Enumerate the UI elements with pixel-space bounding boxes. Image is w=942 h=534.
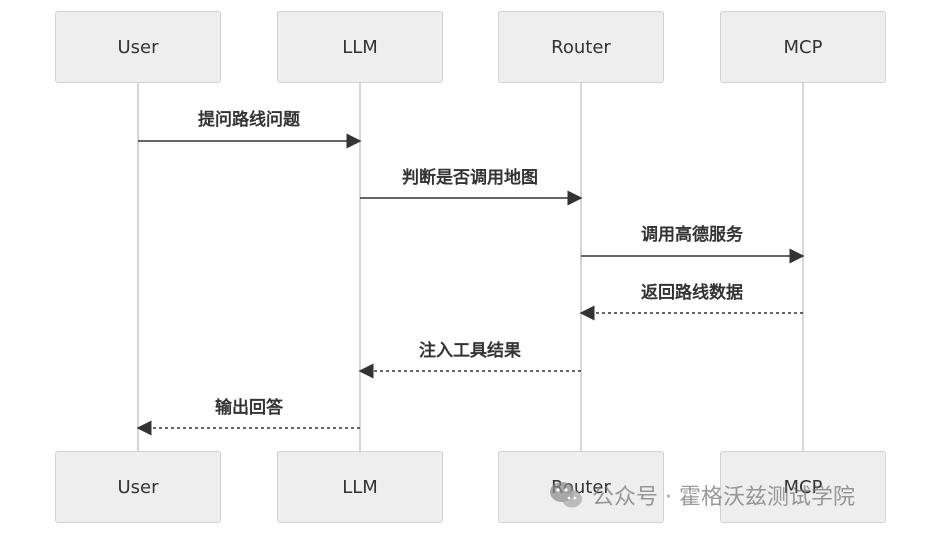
watermark: 公众号 · 霍格沃兹测试学院 [548,478,855,512]
message-label: 返回路线数据 [641,283,743,303]
lifeline-llm [359,83,361,451]
message-label: 调用高德服务 [641,225,743,245]
message-label: 输出回答 [215,398,283,418]
message-label: 提问路线问题 [198,110,300,130]
message-label: 注入工具结果 [419,341,521,361]
actor-router-top: Router [498,11,664,83]
wechat-logo-icon [548,480,584,510]
actor-user-top: User [55,11,221,83]
watermark-text: 公众号 · 霍格沃兹测试学院 [592,485,855,510]
actor-llm-bottom: LLM [277,451,443,523]
lifeline-user [137,83,139,451]
message-label: 判断是否调用地图 [402,168,538,188]
actor-user-bottom: User [55,451,221,523]
actor-mcp-top: MCP [720,11,886,83]
lifeline-mcp [802,83,804,451]
actor-mcp-bottom: MCP [720,451,886,523]
actor-llm-top: LLM [277,11,443,83]
lifeline-router [580,83,582,451]
actor-router-bottom: Router [498,451,664,523]
